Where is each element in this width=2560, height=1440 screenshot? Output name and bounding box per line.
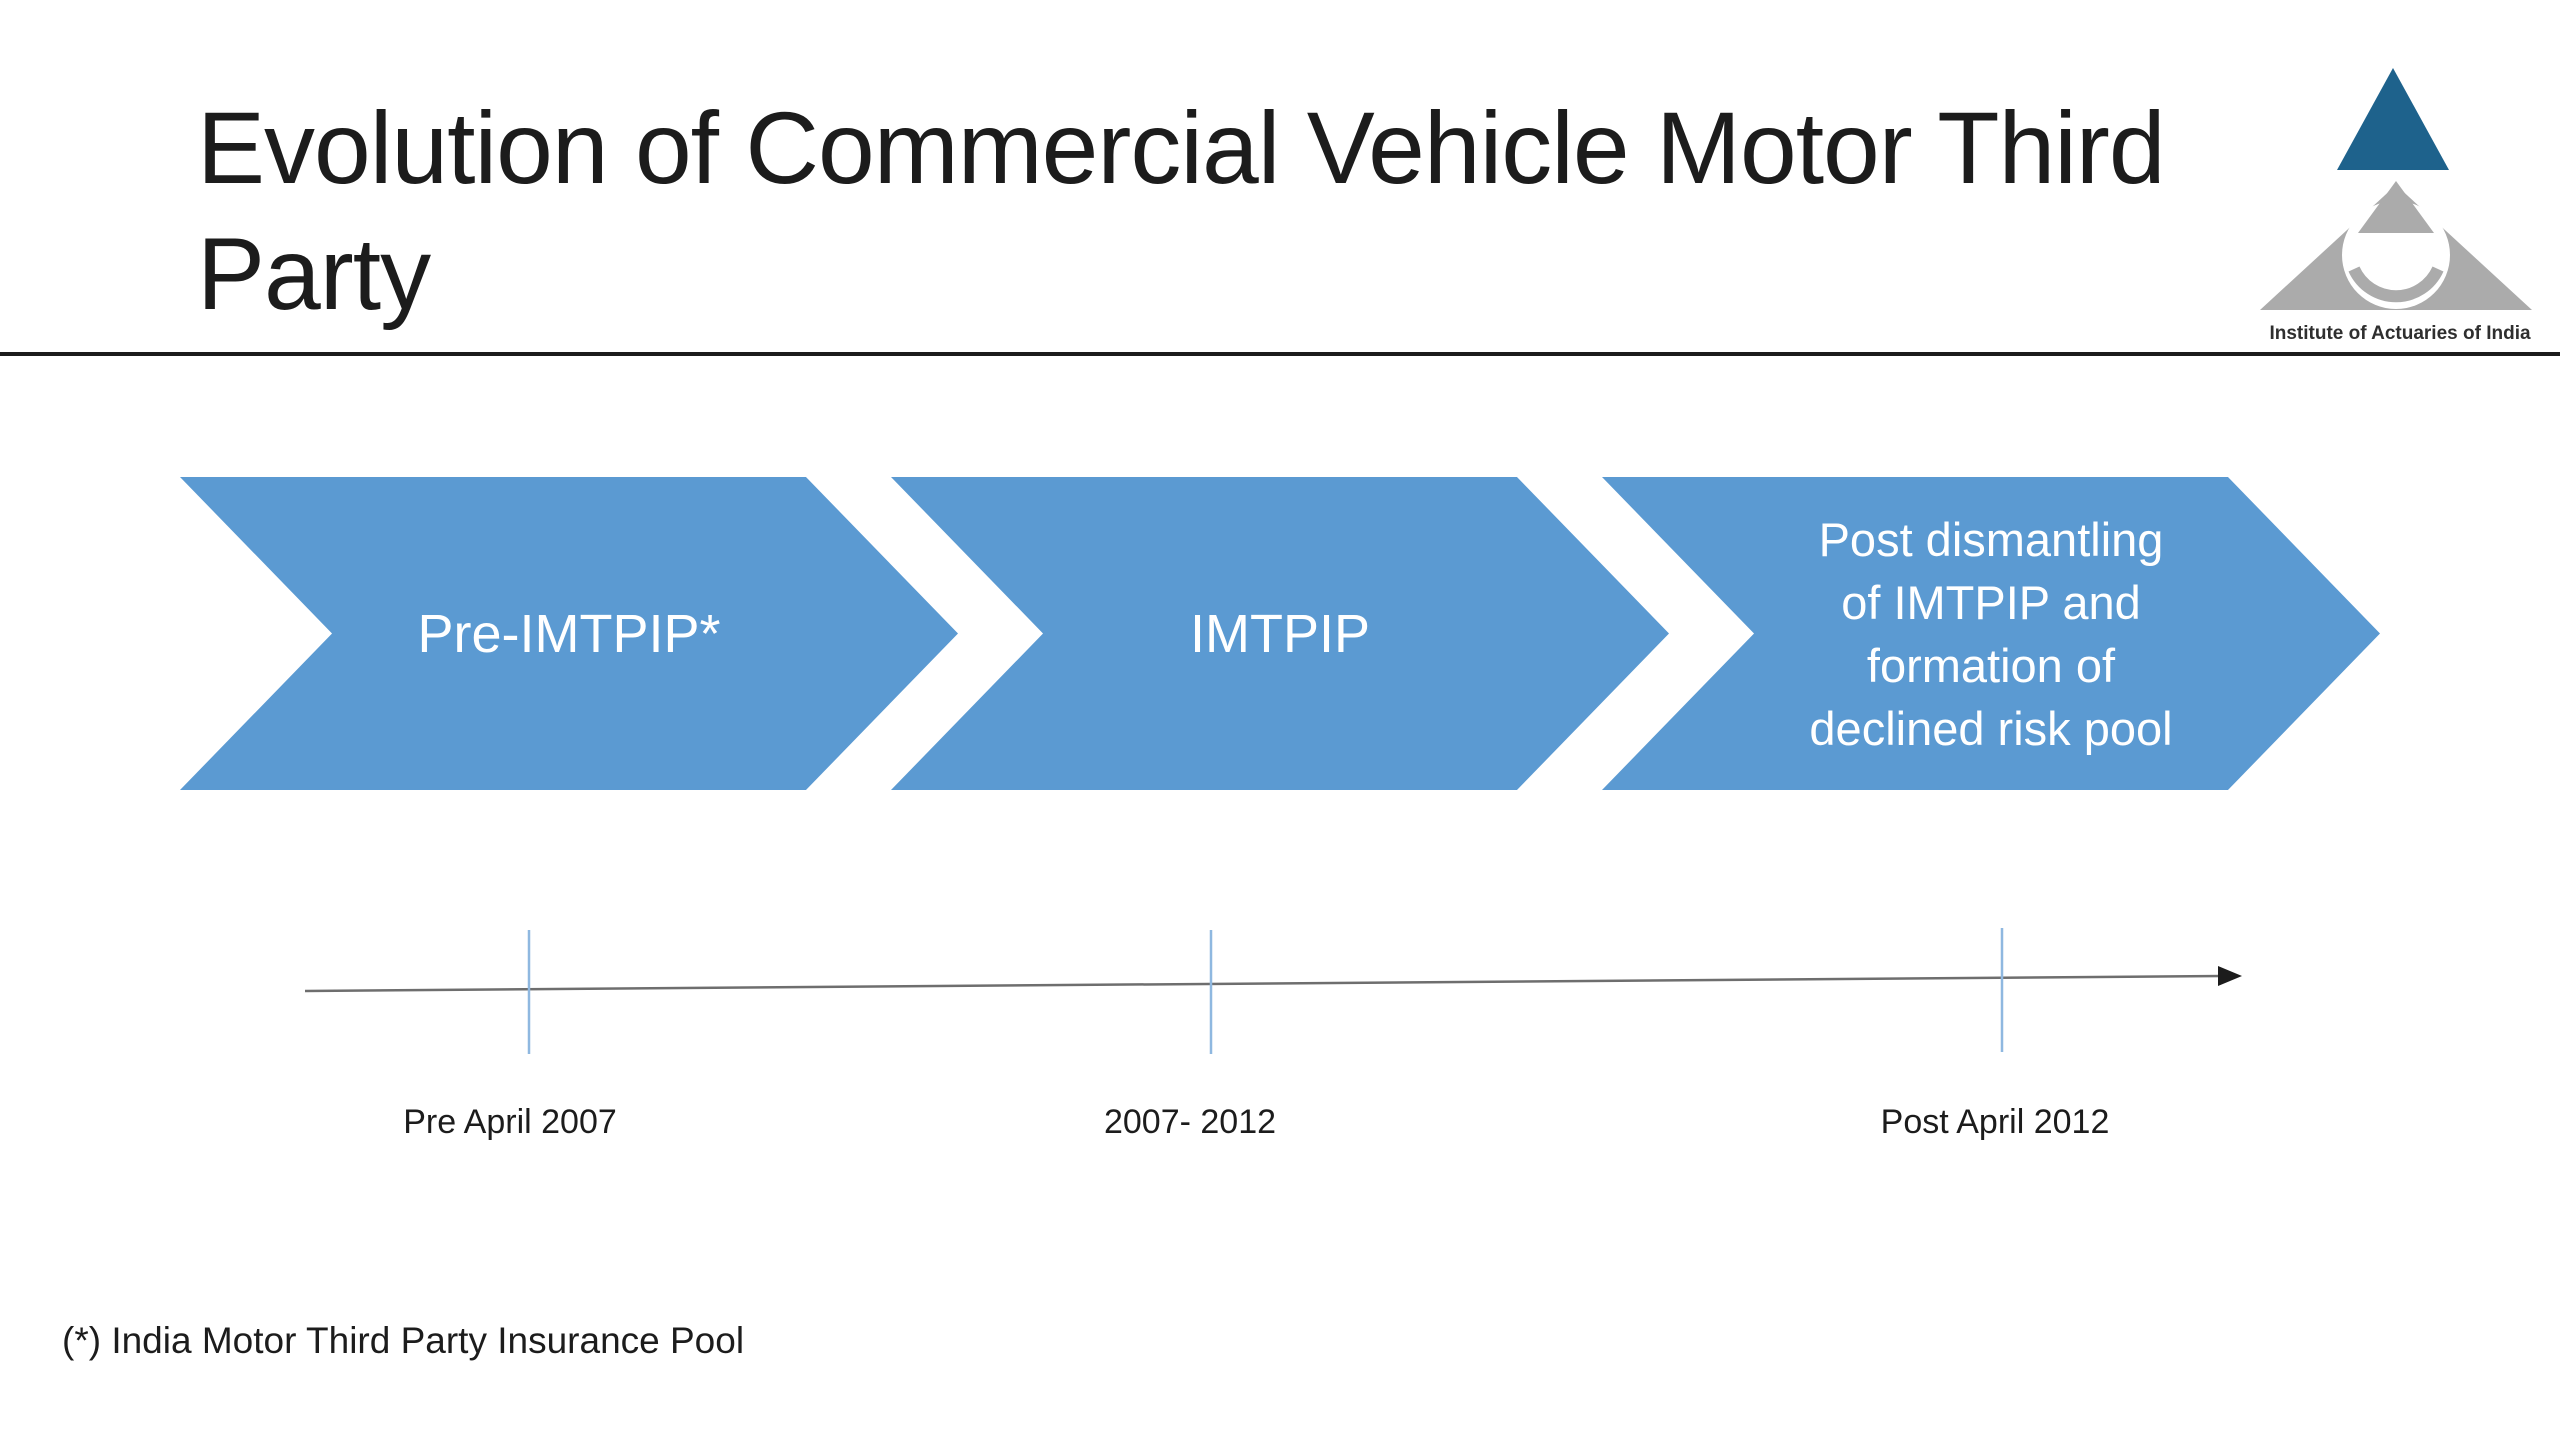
iai-logo: Institute of Actuaries of India <box>2250 55 2550 355</box>
chevron-step-label: IMTPIP <box>1190 602 1370 666</box>
logo-triangle-icon <box>2337 68 2449 170</box>
chevron-step-label-line: declined risk pool <box>1809 701 2173 755</box>
chevron-step-imtpip: IMTPIP <box>891 477 1669 790</box>
chevron-step-label-line: formation of <box>1866 638 2116 692</box>
chevron-step-post-imtpip: Post dismantling of IMTPIP and formation… <box>1602 477 2380 790</box>
iai-logo-graphic <box>2260 68 2532 310</box>
page-title-line-2: Party <box>197 217 431 331</box>
chevron-step-pre-imtpip: Pre-IMTPIP* <box>180 477 958 790</box>
timeline-label-pre-april-2007: Pre April 2007 <box>403 1103 617 1141</box>
title-divider <box>0 352 2560 356</box>
logo-caption: Institute of Actuaries of India <box>2269 323 2531 344</box>
page-title-line-1: Evolution of Commercial Vehicle Motor Th… <box>197 91 2166 205</box>
page-title: Evolution of Commercial Vehicle Motor Th… <box>197 85 2527 337</box>
footnote: (*) India Motor Third Party Insurance Po… <box>62 1320 745 1361</box>
chevron-step-label-line: Pre-IMTPIP* <box>417 603 721 664</box>
chevron-step-label-line: IMTPIP <box>1189 603 1370 664</box>
chevron-step-label: Post dismantling of IMTPIP and formation… <box>1809 508 2172 760</box>
chevron-step-label-line: Post dismantling <box>1818 512 2164 566</box>
logo-aa-emblem-icon <box>2260 173 2532 310</box>
chevron-step-label-line: of IMTPIP and <box>1841 575 2141 629</box>
chevron-step-label: Pre-IMTPIP* <box>417 602 720 666</box>
timeline-label-2007-2012: 2007- 2012 <box>1103 1103 1277 1141</box>
timeline-line <box>304 974 2223 993</box>
timeline-arrowhead-icon <box>2218 966 2242 986</box>
timeline-label-post-april-2012: Post April 2012 <box>1880 1103 2110 1141</box>
